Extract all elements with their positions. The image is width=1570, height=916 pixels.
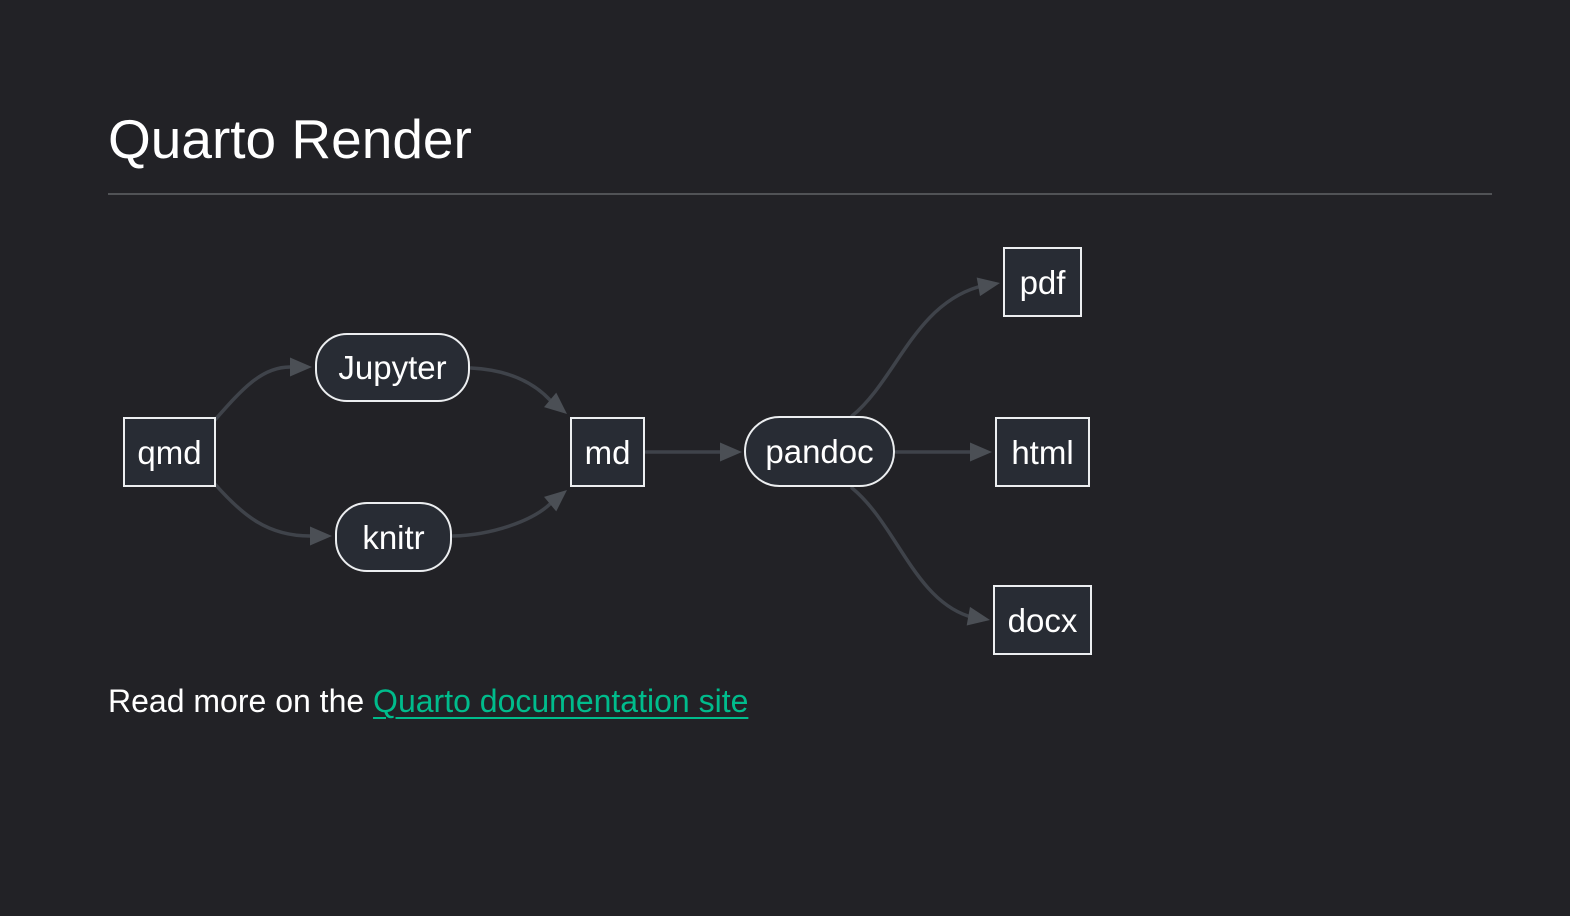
footer-text-label: Read more on the <box>108 683 374 719</box>
quarto-documentation-link[interactable]: Quarto documentation site <box>373 683 749 719</box>
node-label-jupyter: Jupyter <box>338 349 447 386</box>
edge-jupyter-to-md <box>469 366 552 402</box>
title-divider <box>108 193 1492 195</box>
node-knitr: knitr <box>335 502 452 572</box>
node-label-pdf: pdf <box>1019 263 1066 301</box>
node-pdf: pdf <box>1003 247 1082 317</box>
node-docx: docx <box>993 585 1092 655</box>
node-label-qmd: qmd <box>137 433 202 471</box>
node-qmd: qmd <box>123 417 216 487</box>
node-label-docx: docx <box>1007 601 1078 639</box>
node-md: md <box>570 417 645 487</box>
node-label-pandoc: pandoc <box>765 433 874 470</box>
arrowhead-pandoc-to-pdf <box>976 277 1000 297</box>
node-label-md: md <box>584 433 631 471</box>
arrowhead-pandoc-to-docx <box>966 606 990 626</box>
node-label-knitr: knitr <box>362 518 425 556</box>
arrowhead-pandoc-to-html <box>970 442 992 462</box>
edge-knitr-to-md <box>451 502 552 538</box>
arrowhead-jupyter-to-md <box>544 392 567 414</box>
node-pandoc: pandoc <box>744 416 895 487</box>
edge-pandoc-to-docx <box>850 486 970 618</box>
edge-pandoc-to-pdf <box>850 285 980 418</box>
edge-qmd-to-jupyter <box>212 365 292 423</box>
edge-qmd-to-knitr <box>212 481 312 538</box>
node-label-html: html <box>1011 433 1074 471</box>
arrowhead-qmd-to-knitr <box>310 526 332 546</box>
footer-text: Read more on the Quarto documentation si… <box>108 681 748 721</box>
arrowhead-qmd-to-jupyter <box>290 357 312 377</box>
arrowhead-knitr-to-md <box>544 490 567 512</box>
node-html: html <box>995 417 1090 487</box>
page-title: Quarto Render <box>108 108 472 170</box>
node-jupyter: Jupyter <box>315 333 470 402</box>
arrowhead-md-to-pandoc <box>720 442 742 462</box>
